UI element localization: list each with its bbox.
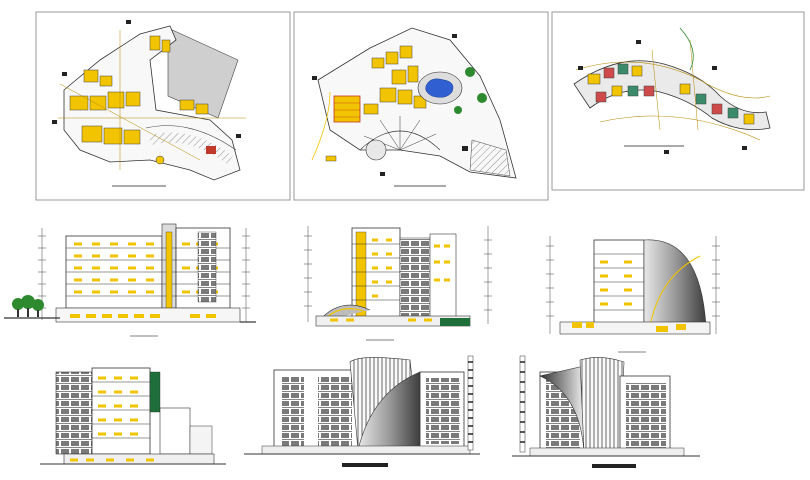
elevation-1: [244, 355, 480, 467]
floor-plan-3: [551, 11, 805, 191]
section-icon: [315, 227, 471, 327]
section-1: [4, 223, 256, 337]
elevation-2: [512, 355, 700, 468]
plan-frame-2: [293, 11, 549, 201]
section-icon: [55, 223, 241, 323]
floor-plan-icon: [573, 27, 771, 154]
elevation-icon: [261, 355, 474, 455]
floor-plan-1: [35, 11, 291, 201]
plan-frame-3: [551, 11, 805, 191]
scale-bar-icon: [342, 463, 388, 467]
elevation-icon: [519, 355, 685, 457]
tree-icon: [12, 295, 44, 317]
floor-plan-icon: [311, 27, 517, 179]
pool-icon: [425, 78, 454, 98]
section-2: [304, 226, 492, 341]
floor-plan-icon: [52, 20, 246, 181]
section-3: [546, 236, 720, 353]
section-4: [40, 367, 226, 465]
floor-plan-2: [293, 11, 549, 201]
section-icon: [55, 367, 215, 465]
plan-frame-1: [35, 11, 291, 201]
section-icon: [559, 239, 711, 335]
scale-bar-icon: [592, 464, 636, 468]
